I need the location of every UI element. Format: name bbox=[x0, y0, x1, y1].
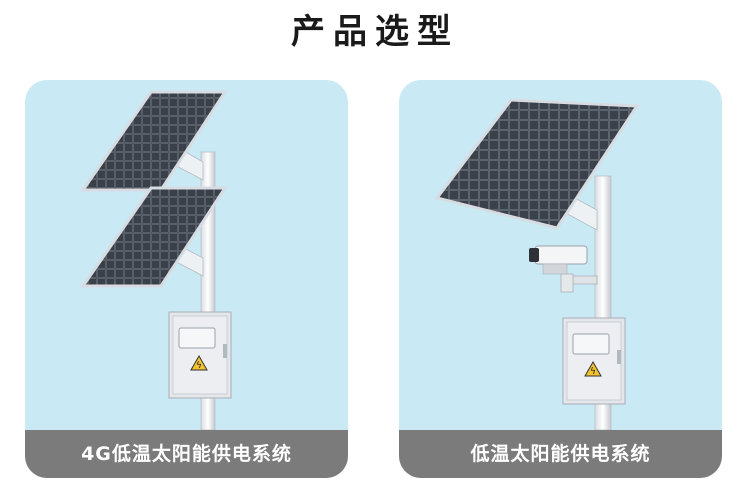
product-card-standard[interactable]: ϟ 低温太阳能供电系统 bbox=[399, 80, 722, 478]
product-image-dual-panel: ϟ bbox=[80, 90, 232, 430]
control-cabinet: ϟ bbox=[168, 311, 232, 399]
product-card-4g[interactable]: ϟ 4G低温太阳能供电系统 bbox=[25, 80, 348, 478]
product-image-camera-panel: ϟ bbox=[434, 98, 640, 430]
svg-text:ϟ: ϟ bbox=[590, 367, 596, 377]
control-cabinet: ϟ bbox=[562, 317, 626, 405]
product-label: 低温太阳能供电系统 bbox=[399, 430, 722, 478]
solar-panel bbox=[434, 98, 640, 230]
solar-panel-bottom bbox=[80, 186, 228, 288]
svg-text:ϟ: ϟ bbox=[196, 361, 202, 371]
camera bbox=[529, 245, 598, 293]
page-title: 产品选型 bbox=[291, 12, 459, 52]
product-label: 4G低温太阳能供电系统 bbox=[25, 430, 348, 478]
